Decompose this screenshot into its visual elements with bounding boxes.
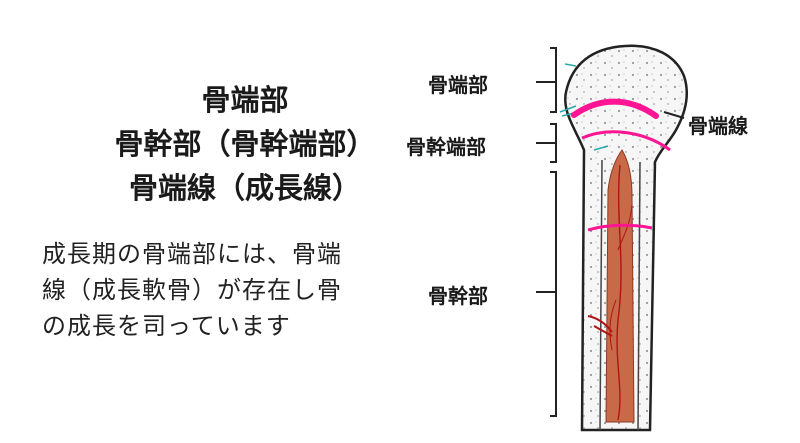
label-epiphysis: 骨端部: [428, 69, 488, 98]
marrow-cavity: [606, 150, 634, 422]
label-metaphysis: 骨幹端部: [406, 131, 486, 160]
bracket-metaphysis: [536, 124, 556, 162]
teal-marker-1: [565, 64, 576, 66]
label-growth-plate: 骨端線: [688, 110, 748, 139]
bracket-diaphysis: [536, 172, 556, 416]
bracket-epiphysis: [536, 48, 556, 112]
label-diaphysis: 骨幹部: [428, 280, 488, 309]
